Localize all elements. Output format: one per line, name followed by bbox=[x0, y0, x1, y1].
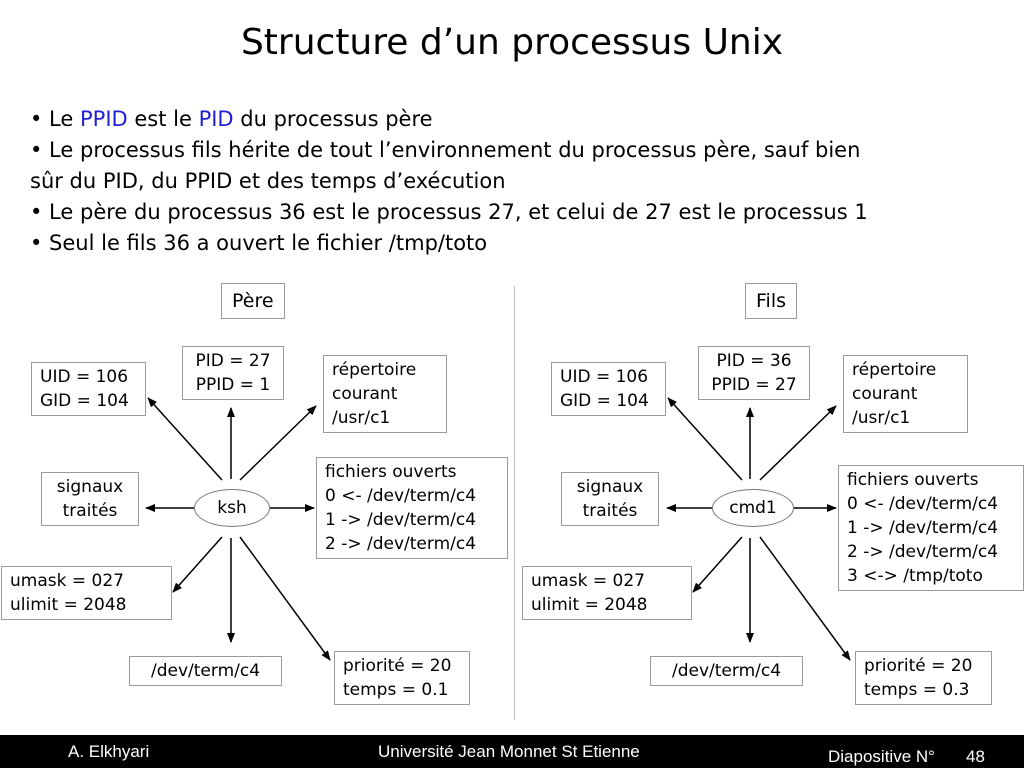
fils-heading: Fils bbox=[745, 283, 798, 319]
fichier-entry: 0 <- /dev/term/c4 bbox=[847, 494, 999, 514]
bullet-text: est le bbox=[127, 107, 199, 131]
terminal-path: /dev/term/c4 bbox=[150, 661, 261, 681]
fichiers-title: fichiers ouverts bbox=[325, 462, 457, 482]
footer-author: A. Elkhyari bbox=[68, 742, 150, 761]
arrow-fils-prio bbox=[759, 536, 851, 661]
bullet-heritage-2: sûr du PID, du PPID et des temps d’exécu… bbox=[30, 169, 506, 193]
ulimit-value: ulimit = 2048 bbox=[10, 595, 127, 615]
fils-repertoire-box: répertoire courant /usr/c1 bbox=[843, 355, 968, 433]
process-name: cmd1 bbox=[729, 498, 777, 518]
repertoire-label: répertoire bbox=[852, 360, 937, 380]
pid-value: PID = 36 bbox=[716, 351, 792, 371]
fils-terminal-box: /dev/term/c4 bbox=[650, 656, 803, 686]
fils-process-ellipse: cmd1 bbox=[712, 489, 794, 527]
umask-value: umask = 027 bbox=[10, 571, 124, 591]
pere-fichiers-box: fichiers ouverts 0 <- /dev/term/c4 1 -> … bbox=[316, 457, 508, 559]
umask-value: umask = 027 bbox=[531, 571, 645, 591]
bullet-list: • Le PPID est le PID du processus père •… bbox=[30, 104, 1010, 259]
pid-keyword: PID bbox=[198, 107, 234, 131]
signaux-label: traités bbox=[62, 501, 118, 521]
fils-priorite-box: priorité = 20 temps = 0.3 bbox=[855, 651, 992, 705]
gid-value: GID = 104 bbox=[40, 391, 129, 411]
bullet-fichier: • Seul le fils 36 a ouvert le fichier /t… bbox=[30, 231, 488, 255]
repertoire-path: /usr/c1 bbox=[332, 408, 391, 428]
arrow-pere-rep bbox=[239, 405, 317, 481]
fichier-entry: 1 -> /dev/term/c4 bbox=[325, 510, 477, 530]
bullet-ppid: • Le PPID est le PID du processus père bbox=[30, 104, 1010, 135]
repertoire-label: courant bbox=[852, 384, 918, 404]
ulimit-value: ulimit = 2048 bbox=[531, 595, 648, 615]
terminal-path: /dev/term/c4 bbox=[671, 661, 782, 681]
temps-value: temps = 0.1 bbox=[343, 680, 449, 700]
bullet-parents: • Le père du processus 36 est le process… bbox=[30, 200, 868, 224]
slide-footer: A. Elkhyari Université Jean Monnet St Et… bbox=[0, 735, 1024, 768]
pid-value: PID = 27 bbox=[195, 351, 271, 371]
pere-repertoire-box: répertoire courant /usr/c1 bbox=[323, 355, 447, 433]
fils-signaux-box: signaux traités bbox=[561, 472, 659, 526]
uid-value: UID = 106 bbox=[40, 367, 129, 387]
fils-umask-box: umask = 027 ulimit = 2048 bbox=[522, 566, 692, 620]
bullet-text: du processus père bbox=[233, 107, 433, 131]
slide-title: Structure d’un processus Unix bbox=[240, 22, 784, 63]
fichier-entry: 1 -> /dev/term/c4 bbox=[847, 518, 999, 538]
ppid-value: PPID = 27 bbox=[711, 375, 797, 395]
ppid-keyword: PPID bbox=[80, 107, 128, 131]
repertoire-label: répertoire bbox=[332, 360, 417, 380]
pere-terminal-box: /dev/term/c4 bbox=[129, 656, 282, 686]
bullet-text: • Le bbox=[30, 107, 80, 131]
priorite-value: priorité = 20 bbox=[864, 656, 973, 676]
arrow-pere-uid bbox=[147, 397, 223, 481]
signaux-label: signaux bbox=[56, 477, 124, 497]
priorite-value: priorité = 20 bbox=[343, 656, 452, 676]
column-divider bbox=[514, 286, 515, 720]
pere-priorite-box: priorité = 20 temps = 0.1 bbox=[334, 651, 470, 705]
arrow-pere-umask bbox=[172, 536, 223, 593]
signaux-label: signaux bbox=[576, 477, 644, 497]
pere-pid-box: PID = 27 PPID = 1 bbox=[182, 346, 284, 400]
fichier-entry: 0 <- /dev/term/c4 bbox=[325, 486, 477, 506]
repertoire-label: courant bbox=[332, 384, 398, 404]
fils-uid-gid-box: UID = 106 GID = 104 bbox=[551, 362, 666, 416]
signaux-label: traités bbox=[582, 501, 638, 521]
fichier-entry: 2 -> /dev/term/c4 bbox=[325, 534, 477, 554]
temps-value: temps = 0.3 bbox=[864, 680, 970, 700]
pere-process-ellipse: ksh bbox=[194, 489, 270, 527]
fils-pid-box: PID = 36 PPID = 27 bbox=[698, 346, 810, 400]
ppid-value: PPID = 1 bbox=[195, 375, 271, 395]
fichier-entry: 3 <-> /tmp/toto bbox=[847, 566, 983, 586]
footer-university: Université Jean Monnet St Etienne bbox=[378, 742, 640, 761]
footer-slide-label: Diapositive N° bbox=[828, 747, 935, 766]
uid-value: UID = 106 bbox=[560, 367, 649, 387]
fils-fichiers-box: fichiers ouverts 0 <- /dev/term/c4 1 -> … bbox=[838, 465, 1024, 591]
repertoire-path: /usr/c1 bbox=[852, 408, 911, 428]
pere-uid-gid-box: UID = 106 GID = 104 bbox=[31, 362, 146, 416]
pere-signaux-box: signaux traités bbox=[41, 472, 139, 526]
fichiers-title: fichiers ouverts bbox=[847, 470, 979, 490]
arrow-fils-rep bbox=[759, 405, 837, 481]
footer-slide-number: 48 bbox=[966, 747, 985, 766]
pere-heading: Père bbox=[221, 283, 285, 319]
arrow-fils-uid bbox=[667, 397, 743, 481]
arrow-pere-prio bbox=[239, 536, 331, 661]
pere-umask-box: umask = 027 ulimit = 2048 bbox=[1, 566, 172, 620]
arrow-fils-umask bbox=[692, 536, 743, 593]
fichier-entry: 2 -> /dev/term/c4 bbox=[847, 542, 999, 562]
process-name: ksh bbox=[217, 498, 247, 518]
bullet-heritage-1: • Le processus fils hérite de tout l’env… bbox=[30, 138, 861, 162]
gid-value: GID = 104 bbox=[560, 391, 649, 411]
